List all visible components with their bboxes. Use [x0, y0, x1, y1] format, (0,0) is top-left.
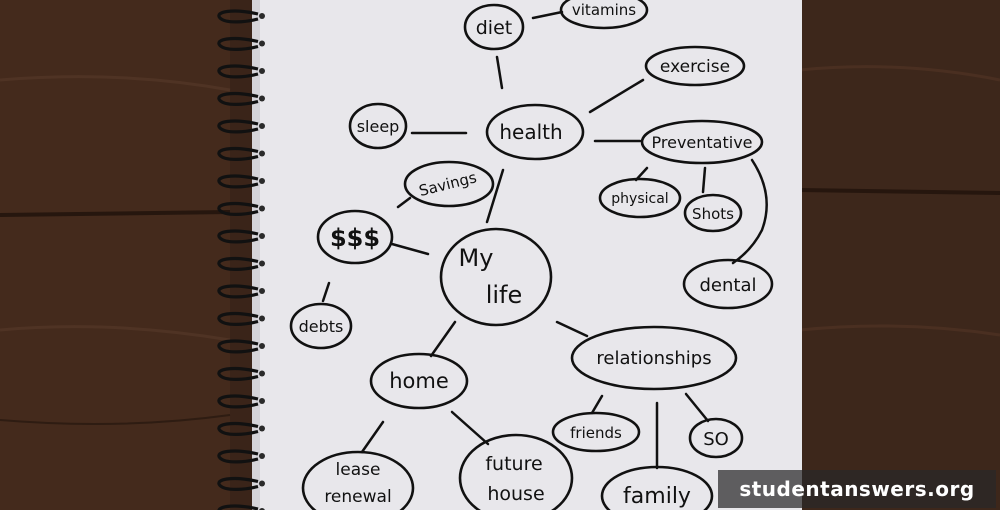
- spiral-hole: [259, 425, 265, 432]
- node-diet-label: diet: [476, 17, 512, 39]
- spiral-ring: [217, 9, 259, 24]
- spiral-hole: [259, 40, 265, 47]
- spiral-hole: [259, 68, 265, 74]
- spiral-hole: [259, 288, 265, 294]
- watermark: studentanswers.org: [718, 470, 996, 508]
- spiral-ring: [217, 366, 259, 381]
- spiral-hole: [259, 178, 265, 184]
- spiral-hole: [259, 205, 265, 212]
- node-shots-label: Shots: [692, 205, 734, 223]
- node-mylife-label-line2: life: [486, 281, 523, 309]
- spiral-hole: [259, 123, 265, 129]
- spiral-hole: [259, 260, 265, 267]
- spiral-ring: [217, 64, 259, 79]
- node-sleep-label: sleep: [357, 117, 400, 136]
- node-exercise-label: exercise: [660, 57, 730, 77]
- spiral-hole: [259, 150, 265, 157]
- spiral-ring: [217, 36, 259, 51]
- spiral-hole: [259, 13, 265, 19]
- spiral-ring: [217, 91, 259, 106]
- spiral-binding: [217, 9, 265, 510]
- spiral-hole: [259, 453, 265, 459]
- spiral-hole: [259, 480, 265, 487]
- node-family-label: family: [623, 484, 691, 509]
- spiral-hole: [259, 233, 265, 239]
- spiral-ring: [217, 201, 259, 216]
- node-physical-label: physical: [611, 191, 668, 207]
- spiral-ring: [217, 421, 259, 436]
- spiral-ring: [217, 504, 259, 510]
- spiral-ring: [217, 119, 259, 134]
- spiral-ring: [217, 174, 259, 189]
- node-future-label-line1: future: [485, 453, 542, 475]
- node-dental-label: dental: [700, 275, 757, 296]
- spiral-ring: [217, 284, 259, 299]
- spiral-hole: [259, 398, 265, 404]
- node-so-label: SO: [703, 429, 729, 450]
- spiral-hole: [259, 315, 265, 322]
- node-mylife-label-line1: My: [459, 244, 494, 272]
- spiral-hole: [259, 95, 265, 102]
- spiral-ring: [217, 449, 259, 464]
- node-preventative-label: Preventative: [652, 133, 753, 152]
- node-lease-label-line1: lease: [336, 460, 381, 480]
- spiral-ring: [217, 256, 259, 271]
- node-health-label: health: [499, 120, 562, 144]
- spiral-hole: [259, 343, 265, 349]
- spiral-ring: [217, 394, 259, 409]
- node-relationships-label: relationships: [596, 348, 711, 369]
- node-future-label-line2: house: [487, 483, 544, 505]
- node-money-label: $$$: [330, 224, 380, 252]
- node-home-label: home: [389, 369, 449, 393]
- node-debts-label: debts: [299, 317, 344, 336]
- spiral-ring: [217, 146, 259, 161]
- node-lease-label-line2: renewal: [324, 487, 391, 507]
- spiral-hole: [259, 370, 265, 377]
- spiral-ring: [217, 476, 259, 491]
- spiral-ring: [217, 311, 259, 326]
- mind-map-bubbles: [289, 0, 774, 510]
- node-vitamins-label: vitamins: [572, 1, 636, 19]
- mind-map-connectors: [321, 10, 768, 470]
- spiral-ring: [217, 339, 259, 354]
- spiral-ring: [217, 229, 259, 244]
- node-friends-label: friends: [570, 424, 622, 442]
